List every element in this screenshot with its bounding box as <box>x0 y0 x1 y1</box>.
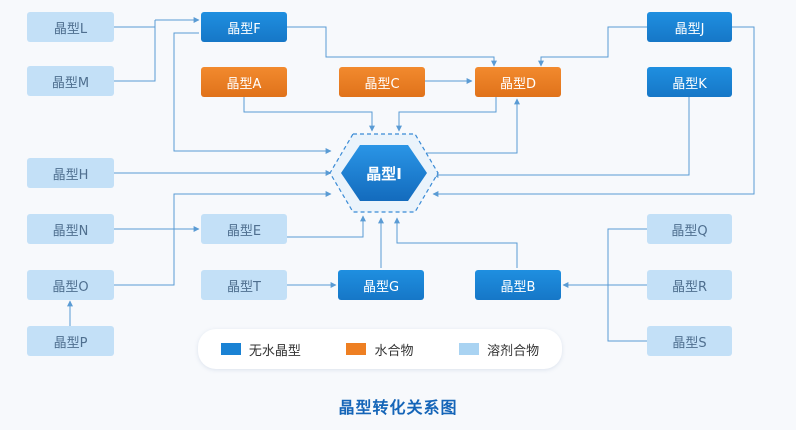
legend-swatch-anhydrous <box>220 343 241 355</box>
node-F: 晶型F <box>201 12 287 42</box>
edge-F-I <box>173 32 332 154</box>
edge-F-D <box>287 26 497 67</box>
legend-item-anhydrous: 无水晶型 <box>220 340 301 359</box>
legend-label-anhydrous: 无水晶型 <box>248 343 301 359</box>
legend: 无水晶型 水合物 溶剂合物 <box>198 329 562 369</box>
edge-J-D <box>538 26 647 67</box>
node-L: 晶型L <box>27 12 114 42</box>
node-S: 晶型S <box>647 326 732 356</box>
node-H: 晶型H <box>27 158 114 188</box>
edge-K-I <box>432 97 690 178</box>
edge-B-I <box>394 217 518 268</box>
node-E: 晶型E <box>201 214 287 244</box>
edge-J-I <box>432 26 755 197</box>
diagram-caption: 晶型转化关系图 <box>338 398 458 417</box>
node-D: 晶型D <box>475 67 561 97</box>
node-I: 晶型I <box>341 145 427 201</box>
edge-E-I <box>287 215 366 238</box>
node-G: 晶型G <box>338 270 424 300</box>
node-R: 晶型R <box>647 270 732 300</box>
node-O: 晶型O <box>27 270 114 300</box>
node-K: 晶型K <box>647 67 732 97</box>
edge-M-F <box>114 20 156 82</box>
node-J: 晶型J <box>647 12 732 42</box>
edge-D-I <box>396 97 497 132</box>
node-Q: 晶型Q <box>647 214 732 244</box>
legend-swatch-hydrate <box>346 343 367 355</box>
hexagon-core <box>341 145 427 201</box>
legend-label-hydrate: 水合物 <box>374 343 414 359</box>
node-P: 晶型P <box>27 326 114 356</box>
legend-label-solvate: 溶剂合物 <box>487 343 540 359</box>
node-C: 晶型C <box>339 67 425 97</box>
node-T: 晶型T <box>201 270 287 300</box>
node-B: 晶型B <box>475 270 561 300</box>
legend-item-hydrate: 水合物 <box>346 340 413 359</box>
node-N: 晶型N <box>27 214 114 244</box>
edge-A-I <box>243 97 375 132</box>
legend-item-solvate: 溶剂合物 <box>459 340 539 359</box>
edge-I-D <box>425 98 520 154</box>
node-M: 晶型M <box>27 66 114 96</box>
legend-swatch-solvate <box>459 343 480 355</box>
node-I-label: 晶型I <box>366 164 402 183</box>
node-A: 晶型A <box>201 67 287 97</box>
edge-O-I <box>114 191 332 286</box>
